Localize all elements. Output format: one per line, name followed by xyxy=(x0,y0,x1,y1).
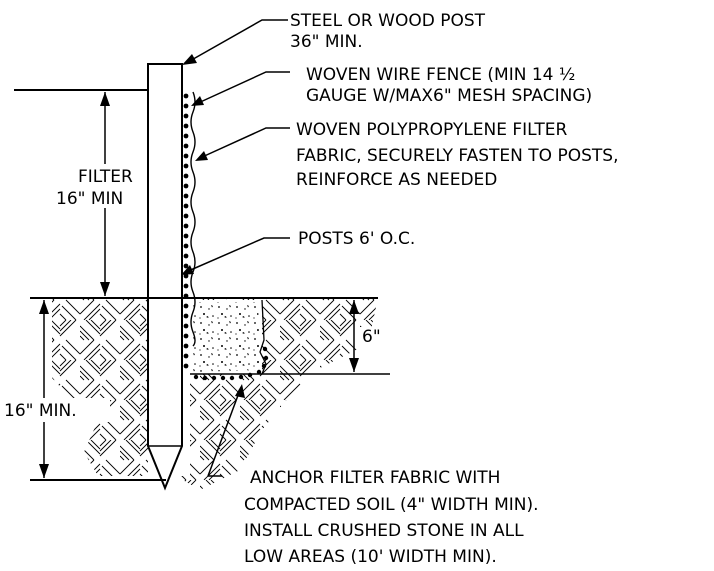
wire-fence-dot xyxy=(183,93,189,99)
fabric-leader-arrow xyxy=(195,151,208,161)
spacing-leader xyxy=(185,237,290,273)
filter-dim-arrow-bottom xyxy=(100,282,110,296)
anchor-label-line4: LOW AREAS (10' WIDTH MIN). xyxy=(244,547,497,567)
wire-fence-dot xyxy=(183,163,189,169)
filter-dim-label-line1: FILTER xyxy=(78,167,133,187)
wire-fence-dot xyxy=(183,213,189,219)
soil-hatch-area xyxy=(52,298,148,476)
wire-fence-dot xyxy=(183,103,189,109)
fence-leader xyxy=(195,71,290,105)
wire-fence-dot xyxy=(183,183,189,189)
wire-fence-dot xyxy=(183,253,189,259)
wire-fence-dot xyxy=(183,133,189,139)
wire-fence-dot xyxy=(183,233,189,239)
post-label-line2: 36" MIN. xyxy=(290,32,363,52)
spacing-label: POSTS 6' O.C. xyxy=(298,229,415,249)
post-leader xyxy=(187,19,288,63)
embed-dim-arrow-bottom xyxy=(39,464,49,478)
wire-fence-dot xyxy=(183,323,189,329)
trench-dim-arrow-top xyxy=(349,300,359,314)
anchor-leader xyxy=(207,389,241,477)
fabric-label-line1: WOVEN POLYPROPYLENE FILTER xyxy=(296,120,567,140)
wire-fence-dot xyxy=(183,113,189,119)
embed-dim-label: 16" MIN. xyxy=(4,401,77,421)
fabric-label-line2: FABRIC, SECURELY FASTEN TO POSTS, xyxy=(296,146,618,166)
anchor-label-line2: COMPACTED SOIL (4" WIDTH MIN). xyxy=(244,495,539,515)
wire-fence-dots xyxy=(183,93,189,369)
embed-dim-arrow-top xyxy=(39,300,49,314)
filter-dim-arrow-top xyxy=(100,92,110,106)
wire-fence-dot xyxy=(183,293,189,299)
trench-dim-label: 6" xyxy=(362,327,381,347)
fabric-label-line3: REINFORCE AS NEEDED xyxy=(296,170,497,190)
wire-fence-dot xyxy=(183,363,189,369)
filter-fabric-line xyxy=(190,91,196,347)
anchor-label-line3: INSTALL CRUSHED STONE IN ALL xyxy=(244,521,524,541)
fabric-leader xyxy=(199,127,290,159)
wire-fence-dot xyxy=(183,273,189,279)
wire-fence-dot xyxy=(183,303,189,309)
spacing-leader-arrow xyxy=(181,265,194,275)
wire-fence-dot xyxy=(183,173,189,179)
filter-dim-label-line2: 16" MIN xyxy=(56,189,123,209)
post-leader-arrow xyxy=(182,54,197,65)
wire-fence-dot xyxy=(183,283,189,289)
wire-fence-dot xyxy=(183,153,189,159)
anchor-label-line1: ANCHOR FILTER FABRIC WITH xyxy=(250,468,500,488)
wire-fence-dot xyxy=(183,243,189,249)
wire-fence-dot xyxy=(183,313,189,319)
wire-fence-dot xyxy=(183,263,189,269)
wire-fence-dot xyxy=(183,353,189,359)
wire-fence-dot xyxy=(183,343,189,349)
wire-fence-dot xyxy=(183,123,189,129)
fence-label-line1: WOVEN WIRE FENCE (MIN 14 ½ xyxy=(306,65,575,85)
wire-fence-dot xyxy=(183,223,189,229)
fabric-toe-dots xyxy=(193,346,269,381)
anchor-leader-arrow xyxy=(235,384,245,398)
wire-fence-dot xyxy=(183,143,189,149)
fence-label-line2: GAUGE W/MAX6" MESH SPACING) xyxy=(306,86,592,106)
wire-fence-dot xyxy=(183,193,189,199)
wire-fence-dot xyxy=(183,203,189,209)
wire-fence-dot xyxy=(183,333,189,339)
trench-dim-arrow-bottom xyxy=(349,358,359,372)
post xyxy=(147,63,183,491)
post-label-line1: STEEL OR WOOD POST xyxy=(290,11,486,31)
crushed-stone-fill xyxy=(192,302,260,372)
fence-leader-arrow xyxy=(191,96,204,106)
